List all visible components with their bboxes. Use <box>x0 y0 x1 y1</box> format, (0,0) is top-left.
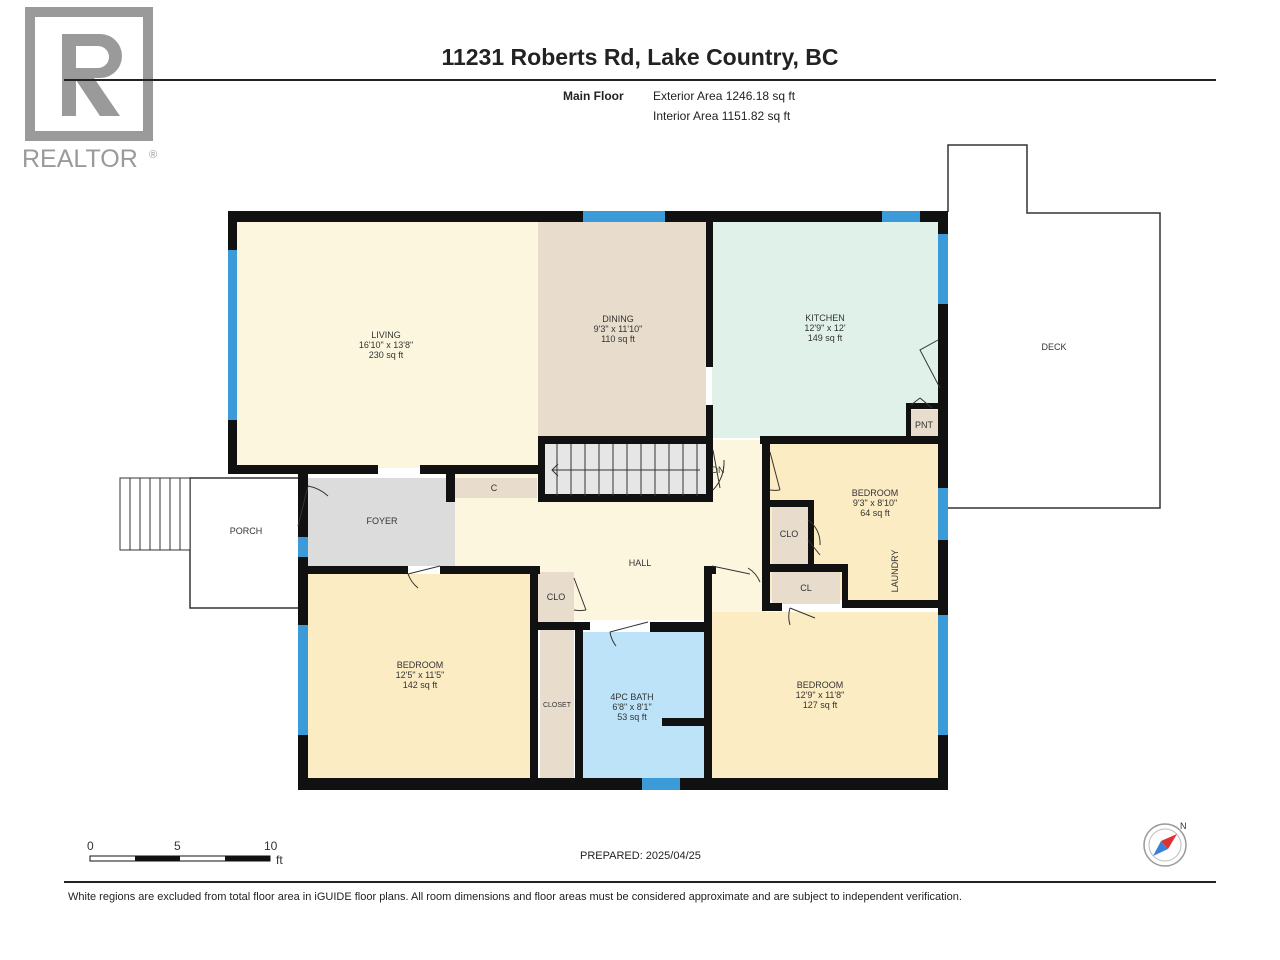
dining-area: 110 sq ft <box>601 334 635 344</box>
hall-name: HALL <box>629 558 652 568</box>
foyer-name: FOYER <box>366 516 398 526</box>
deck-name: DECK <box>1041 342 1066 352</box>
bath-name: 4PC BATH <box>610 692 653 702</box>
exterior-area: Exterior Area 1246.18 sq ft <box>653 89 796 103</box>
closet-c-name: C <box>491 483 498 493</box>
doors <box>297 339 941 647</box>
closet-name: CLOSET <box>543 702 572 709</box>
scale-label-10: 10 <box>264 839 278 853</box>
svg-text:REALTOR: REALTOR <box>22 145 138 173</box>
room-bath <box>583 632 705 778</box>
floor-label: Main Floor <box>563 89 624 103</box>
realtor-logo: REALTOR ® <box>22 4 164 174</box>
porch-steps <box>119 477 191 551</box>
compass-icon: N <box>1143 821 1187 867</box>
property-address-title: 11231 Roberts Rd, Lake Country, BC <box>441 44 839 70</box>
windows <box>228 211 948 790</box>
room-labels: LIVING 16'10" x 13'8" 230 sq ft DINING 9… <box>230 313 1067 722</box>
bedroom-se-dims: 12'9" x 11'8" <box>796 690 845 700</box>
room-closet <box>540 630 574 778</box>
bedroom-ne-dims: 9'3" x 8'10" <box>853 498 897 508</box>
living-dims: 16'10" x 13'8" <box>359 340 413 350</box>
kitchen-area: 149 sq ft <box>808 333 843 343</box>
kitchen-dims: 12'9" x 12' <box>804 323 845 333</box>
pnt-name: PNT <box>915 420 934 430</box>
interior-area: Interior Area 1151.82 sq ft <box>653 109 791 123</box>
cl-name: CL <box>800 583 812 593</box>
room-closet-c <box>455 478 537 498</box>
compass-north-label: N <box>1180 821 1187 831</box>
room-cl <box>772 572 840 604</box>
scale-unit: ft <box>276 853 283 867</box>
scale-label-0: 0 <box>87 839 94 853</box>
room-clo-hall <box>538 572 574 622</box>
room-bedroom-se <box>712 612 938 778</box>
living-area: 230 sq ft <box>369 350 404 360</box>
room-foyer <box>308 478 455 566</box>
stairs-dn: DN <box>712 465 725 475</box>
laundry-name: LAUNDRY <box>890 550 900 593</box>
room-pnt <box>910 410 938 438</box>
room-dining <box>538 222 706 438</box>
stair-treads <box>551 444 700 496</box>
porch-area <box>189 477 301 609</box>
clo-ne-name: CLO <box>780 529 799 539</box>
clo-hall-name: CLO <box>547 592 566 602</box>
room-clo-ne <box>772 506 808 564</box>
bedroom-ne-name: BEDROOM <box>852 488 899 498</box>
bedroom-w-dims: 12'5" x 11'5" <box>396 670 445 680</box>
bedroom-w-area: 142 sq ft <box>403 680 438 690</box>
dining-dims: 9'3" x 11'10" <box>594 324 643 334</box>
disclaimer-text: White regions are excluded from total fl… <box>68 891 962 903</box>
bedroom-se-name: BEDROOM <box>797 680 844 690</box>
living-name: LIVING <box>371 330 401 340</box>
porch-name: PORCH <box>230 526 263 536</box>
room-living <box>236 222 538 468</box>
scale-bar: 0 5 10 ft <box>87 839 283 867</box>
prepared-date: PREPARED: 2025/04/25 <box>580 850 701 862</box>
room-kitchen <box>712 222 938 438</box>
room-bedroom-w <box>308 574 530 778</box>
kitchen-name: KITCHEN <box>805 313 845 323</box>
deck-outline <box>947 144 1161 509</box>
bedroom-w-name: BEDROOM <box>397 660 444 670</box>
bath-area: 53 sq ft <box>617 712 647 722</box>
dining-name: DINING <box>602 314 634 324</box>
header-divider <box>64 79 1216 81</box>
bath-dims: 6'8" x 8'1" <box>612 702 651 712</box>
svg-text:®: ® <box>149 149 157 161</box>
scale-label-5: 5 <box>174 839 181 853</box>
bedroom-se-area: 127 sq ft <box>803 700 838 710</box>
bedroom-ne-area: 64 sq ft <box>860 508 890 518</box>
footer-divider <box>64 881 1216 883</box>
